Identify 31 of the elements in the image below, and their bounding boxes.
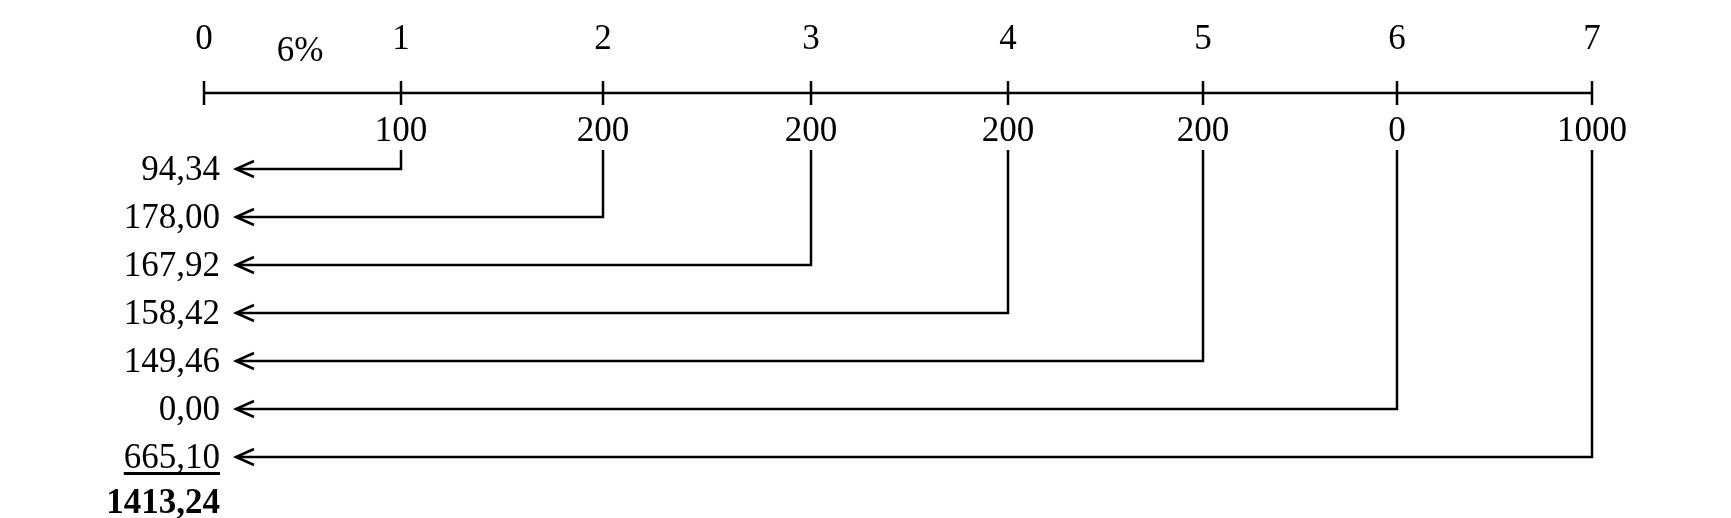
arrow (234, 150, 813, 275)
cash-flow-amount: 200 (981, 112, 1035, 147)
cash-flow-amount: 0 (1388, 112, 1406, 147)
cash-flow-amount: 1000 (1557, 112, 1627, 147)
present-value: 149,46 (123, 343, 220, 378)
present-value: 665,10 (123, 439, 220, 474)
cash-flow-amount: 200 (576, 112, 630, 147)
period-number: 3 (802, 20, 820, 55)
present-value: 158,42 (123, 295, 220, 330)
period-number: 5 (1194, 20, 1212, 55)
present-value: 167,92 (123, 247, 220, 282)
period-number: 0 (195, 20, 213, 55)
period-number: 2 (594, 20, 612, 55)
arrow (234, 150, 605, 227)
arrow (234, 150, 403, 179)
period-number: 4 (999, 20, 1017, 55)
period-number: 6 (1388, 20, 1406, 55)
total-value: 1413,24 (106, 484, 220, 518)
present-value: 0,00 (158, 391, 220, 426)
period-number: 1 (392, 20, 410, 55)
arrow (234, 150, 1205, 371)
arrow (234, 150, 1010, 323)
present-value: 94,34 (141, 151, 220, 186)
period-number: 7 (1583, 20, 1601, 55)
cash-flow-amount: 200 (1176, 112, 1230, 147)
present-value: 178,00 (123, 199, 220, 234)
arrow (234, 150, 1594, 467)
interest-rate: 6% (276, 32, 324, 67)
cash-flow-amount: 100 (374, 112, 428, 147)
cash-flow-amount: 200 (784, 112, 838, 147)
arrow (234, 150, 1399, 419)
